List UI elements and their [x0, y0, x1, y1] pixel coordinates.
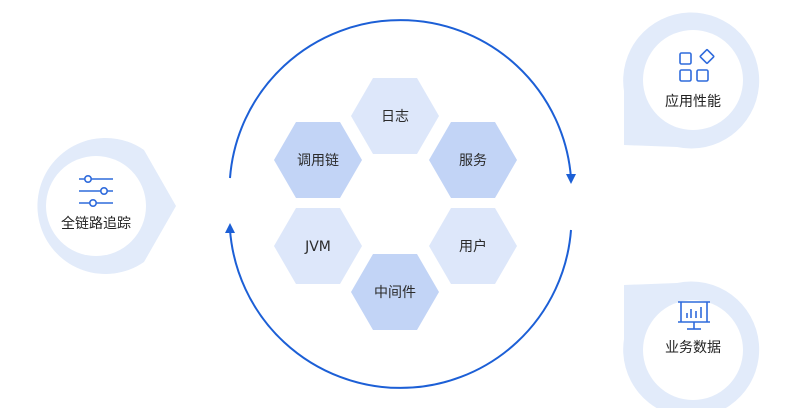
hex-jvm-label: JVM — [304, 239, 331, 255]
badge-business-data-label: 业务数据 — [665, 340, 721, 356]
bottom-arc-arrowhead — [225, 223, 235, 233]
bottom-arc — [229, 229, 572, 389]
sliders-icon — [79, 175, 113, 208]
hexagon-cluster: 日志 调用链 服务 JVM 用户 中间件 — [274, 78, 517, 330]
hex-log-label: 日志 — [381, 109, 409, 125]
hex-jvm: JVM — [274, 208, 362, 284]
hex-service: 服务 — [429, 122, 517, 198]
app-grid-icon — [679, 49, 715, 82]
presentation-chart-icon — [678, 301, 710, 330]
hex-service-label: 服务 — [459, 153, 487, 169]
top-arc-arrowhead — [566, 174, 576, 184]
badge-full-trace-label: 全链路追踪 — [61, 215, 131, 232]
hex-trace-label: 调用链 — [297, 153, 339, 169]
cycle-arcs — [225, 19, 576, 389]
badge-business-data: 业务数据 — [623, 281, 760, 408]
hex-middleware: 中间件 — [351, 254, 439, 330]
hex-user: 用户 — [429, 208, 517, 284]
hex-middleware-label: 中间件 — [374, 285, 416, 301]
hex-user-label: 用户 — [459, 238, 487, 255]
hex-log: 日志 — [351, 78, 439, 154]
badge-app-performance: 应用性能 — [623, 12, 760, 149]
hex-trace: 调用链 — [274, 122, 362, 198]
badge-full-trace: 全链路追踪 — [37, 137, 176, 274]
badge-app-performance-label: 应用性能 — [665, 93, 721, 110]
top-arc — [229, 19, 572, 179]
